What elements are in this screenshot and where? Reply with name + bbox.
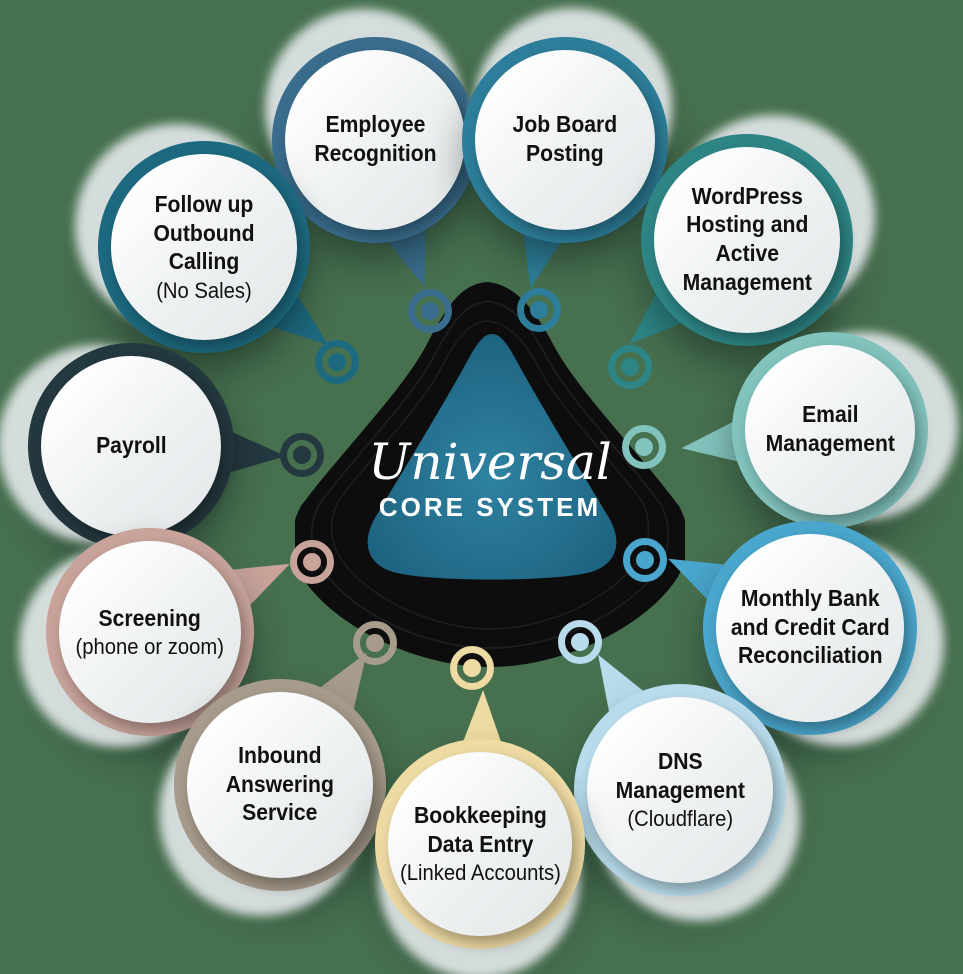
bubble-title: Follow up Outbound Calling xyxy=(153,191,255,275)
bubble-subtitle: (phone or zoom) xyxy=(75,634,225,660)
bubble-title: WordPress Hosting and Active Management xyxy=(682,182,812,295)
ring-marker-icon xyxy=(353,621,397,665)
emblem-ring-texture xyxy=(310,300,670,649)
bubble-face: Follow up Outbound Calling (No Sales) xyxy=(111,154,297,340)
ring-marker-icon xyxy=(408,289,452,333)
bubble-wordpress-hosting-active-management: WordPress Hosting and Active Management xyxy=(641,134,853,346)
bubble-title: Employee Recognition xyxy=(313,111,437,166)
bubble-inbound-answering-service: Inbound Answering Service xyxy=(174,679,386,891)
core-system-emblem xyxy=(295,282,685,667)
bubble-payroll: Payroll xyxy=(28,343,234,549)
bubble-follow-up-outbound-calling: Follow up Outbound Calling (No Sales) xyxy=(98,141,310,353)
bubble-title: Job Board Posting xyxy=(512,111,618,166)
bubble-bookkeeping-data-entry: Bookkeeping Data Entry (Linked Accounts) xyxy=(375,739,585,949)
bubble-dns-management: DNS Management (Cloudflare) xyxy=(574,684,786,896)
bubble-face: WordPress Hosting and Active Management xyxy=(654,147,840,333)
bubble-face: Bookkeeping Data Entry (Linked Accounts) xyxy=(388,752,572,936)
bubble-screening: Screening (phone or zoom) xyxy=(46,528,254,736)
bubble-title: Monthly Bank and Credit Card Reconciliat… xyxy=(730,585,890,669)
ring-marker-icon xyxy=(315,340,359,384)
bubble-email-management: Email Management xyxy=(732,332,928,528)
bubble-face: DNS Management (Cloudflare) xyxy=(587,697,773,883)
emblem-inner-triangle xyxy=(367,334,617,580)
ring-marker-icon xyxy=(623,538,667,582)
emblem-ring-texture-2 xyxy=(330,320,650,630)
bubble-subtitle: (Linked Accounts) xyxy=(399,860,561,886)
ring-marker-icon xyxy=(608,345,652,389)
bubble-subtitle: (Cloudflare) xyxy=(627,806,733,832)
ring-marker-icon xyxy=(280,433,324,477)
bubble-tail xyxy=(224,430,287,478)
bubble-job-board-posting: Job Board Posting xyxy=(462,37,668,243)
bubble-title: Inbound Answering Service xyxy=(225,742,335,826)
ring-marker-icon xyxy=(517,288,561,332)
ring-marker-icon xyxy=(558,620,602,664)
bubble-face: Inbound Answering Service xyxy=(187,692,373,878)
bubble-face: Job Board Posting xyxy=(475,50,655,230)
bubble-title: Payroll xyxy=(95,431,167,458)
bubble-face: Screening (phone or zoom) xyxy=(59,541,241,723)
bubble-face: Monthly Bank and Credit Card Reconciliat… xyxy=(716,534,904,722)
ring-marker-icon xyxy=(450,646,494,690)
bubble-title: DNS Management xyxy=(615,748,745,803)
bubble-monthly-bank-credit-card-reconciliation: Monthly Bank and Credit Card Reconciliat… xyxy=(703,521,917,735)
bubble-title: Screening xyxy=(98,604,202,631)
bubble-employee-recognition: Employee Recognition xyxy=(272,37,478,243)
bubble-subtitle: (No Sales) xyxy=(156,277,252,303)
bubble-face: Employee Recognition xyxy=(285,50,465,230)
ring-marker-icon xyxy=(622,425,666,469)
bubble-face: Email Management xyxy=(745,345,915,515)
bubble-title: Bookkeeping Data Entry xyxy=(413,802,547,857)
ring-marker-icon xyxy=(290,540,334,584)
bubble-title: Email Management xyxy=(765,401,895,456)
bubble-face: Payroll xyxy=(41,356,221,536)
